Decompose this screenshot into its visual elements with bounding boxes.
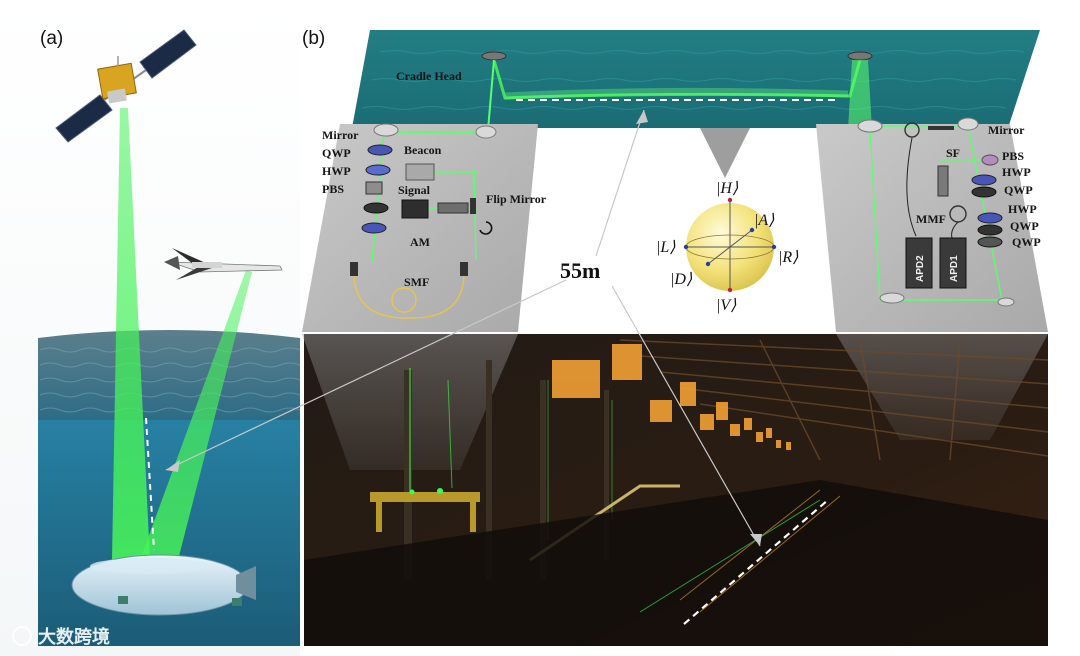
watermark-text: 大数跨境 [38,626,110,648]
apd2-detector [905,237,933,289]
ket-V-label: |V⟩ [716,297,737,314]
right-qwp-1-label: QWP [1004,183,1033,197]
right-qwp-3-label: QWP [1012,235,1041,249]
left-mirror-label: Mirror [322,128,359,142]
ket-H-label: |H⟩ [716,180,739,197]
bloch-funnel [700,128,750,178]
right-qwp-2-label: QWP [1010,219,1039,233]
underwater-beam-path [492,59,862,100]
right-pbs-label: PBS [1002,149,1024,163]
cradle-head-right-icon [847,51,873,61]
panel-a: (a) [0,0,301,656]
wave-texture [39,347,301,413]
am-label: AM [410,235,430,249]
pointer-arrow-sea [166,460,180,472]
left-vertical-beam [487,59,495,131]
bloch-sphere [683,197,777,293]
satellite-icon [55,29,197,143]
apd1-detector [939,237,967,289]
satellite-laser-beam [112,108,150,560]
transmitter-components [350,123,497,319]
right-vertical-beam [848,60,872,130]
hall-distance-dashed-line [683,499,829,625]
panel-a-label: (a) [40,28,63,49]
left-qwp-label: QWP [322,146,351,160]
left-hwp-label: HWP [322,164,351,178]
underwater-beam-glow [504,87,849,100]
mmf-label: MMF [916,212,946,226]
apd1-label: APD1 [949,255,960,282]
panel-b-label: (b) [302,28,325,49]
flip-mirror-rotate-icon [479,221,493,235]
ket-D-label: |D⟩ [670,271,693,288]
watermark-logo-icon [12,626,32,646]
drone-laser-beam [140,270,252,560]
bloch-y-axis [707,229,753,265]
panel-b: Cradle Head [165,28,1049,646]
sea-surface [38,330,300,420]
apd2-label: APD2 [915,255,926,282]
ket-L-label: |L⟩ [656,239,676,256]
ket-A-label: |A⟩ [754,212,775,229]
flip-mirror-label: Flip Mirror [486,192,547,206]
transmitter-bench [302,124,538,332]
experiment-hall-photo [302,334,1049,646]
submarine-icon [71,554,256,616]
right-hwp-1-label: HWP [1002,165,1031,179]
beacon-label: Beacon [404,143,442,157]
drone-icon [164,248,283,280]
sf-label: SF [946,146,960,160]
underwater-distance-dashed-line [145,417,155,551]
distance-label: 55m [560,258,600,283]
receiver-components [857,117,1015,307]
pointer-arrow-tank [636,110,648,124]
signal-label: Signal [398,183,431,197]
pointer-arrow-hall [750,534,762,546]
right-hwp-2-label: HWP [1008,202,1037,216]
smf-label: SMF [404,275,429,289]
distance-pointers [165,109,761,547]
left-pbs-label: PBS [322,182,344,196]
cradle-head-label: Cradle Head [396,69,462,83]
right-mirror-label: Mirror [988,123,1025,137]
watermark: 大数跨境 [12,626,110,648]
ket-R-label: |R⟩ [778,249,799,266]
cradle-head-left-icon [481,51,507,61]
